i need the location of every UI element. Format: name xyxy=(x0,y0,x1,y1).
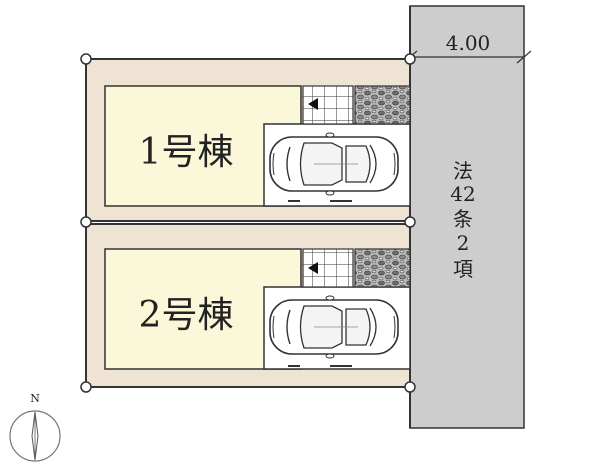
road-area xyxy=(409,5,525,429)
lot-1-entrance-arrow xyxy=(308,98,318,110)
lot-1-name: 1号棟 xyxy=(139,132,234,173)
compass-ring xyxy=(9,410,61,462)
compass: N xyxy=(9,392,61,462)
road-legal-char-3: 条 xyxy=(453,207,473,231)
boundary-marker xyxy=(80,216,92,228)
road-legal-char-2: 42 xyxy=(450,182,475,206)
road-legal-char-4: 2 xyxy=(457,231,470,255)
boundary-marker xyxy=(404,216,416,228)
lot-2-car-icon xyxy=(269,295,399,359)
road: 4.00 法 42 条 2 項 xyxy=(402,5,532,429)
road-dimension-tick-right xyxy=(516,50,532,64)
compass-north-label: N xyxy=(30,392,40,405)
road-legal-label: 法 42 条 2 項 xyxy=(450,159,475,281)
boundary-marker xyxy=(80,53,92,65)
road-legal-char-1: 法 xyxy=(453,159,473,183)
lot-2-entrance-arrow xyxy=(308,262,318,274)
boundary-marker xyxy=(80,381,92,393)
lot-1-gravel xyxy=(354,85,411,125)
boundary-marker xyxy=(404,53,416,65)
road-legal-char-5: 項 xyxy=(453,257,473,281)
lot-1: 1号棟 xyxy=(85,58,411,222)
boundary-markers xyxy=(80,53,416,393)
lot-1-car-icon xyxy=(269,132,399,196)
lot-2: 2号棟 xyxy=(85,223,411,388)
lot-2-gravel xyxy=(354,248,411,288)
road-width-label: 4.00 xyxy=(446,31,491,55)
lot-2-name: 2号棟 xyxy=(139,295,234,336)
boundary-marker xyxy=(404,381,416,393)
